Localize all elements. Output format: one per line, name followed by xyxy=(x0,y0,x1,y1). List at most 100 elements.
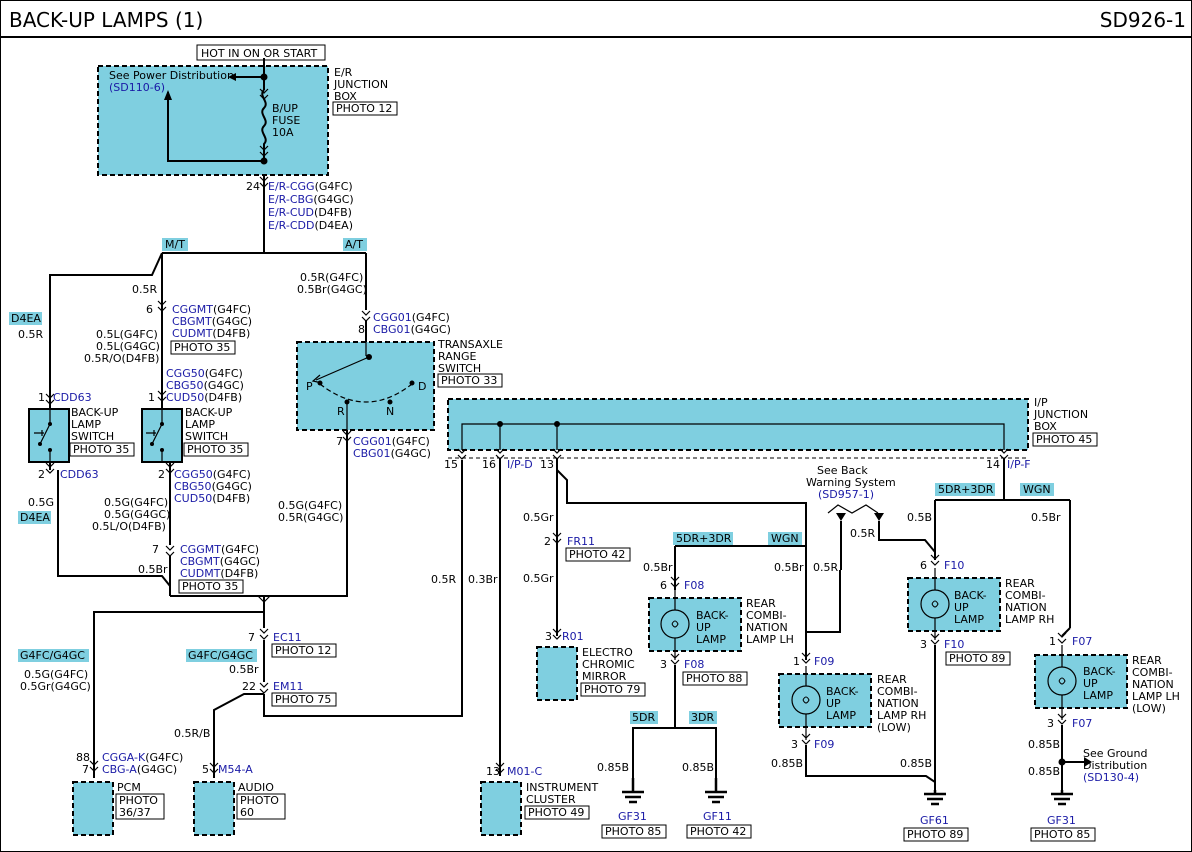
wire-gr05-pcm: 0.5Gr(G4GC) xyxy=(20,680,91,693)
tr-pin-7: 7 xyxy=(336,435,343,448)
ground-photo-box-1 xyxy=(601,824,667,839)
g4fc-tag-1 xyxy=(18,649,89,662)
lamp-lhl-pin-top: 1 xyxy=(1049,635,1056,648)
audio: 5 M54-A AUDIO PHOTO 60 xyxy=(193,762,286,836)
lamp-rh-photo-box xyxy=(945,651,1011,666)
mt-conn-1: CGGMT(G4FC) xyxy=(172,303,251,316)
tr-r: R xyxy=(337,405,345,418)
lamp-lhl-label-1: BACK- xyxy=(1083,665,1116,678)
lamp-lhl-pin-bot: 3 xyxy=(1047,717,1054,730)
audio-pin: 5 xyxy=(202,763,209,776)
ip-pin-14: 14 xyxy=(986,458,1000,471)
lamp-lh-photo: PHOTO 88 xyxy=(686,672,742,685)
wire-br05-b: 0.5Br xyxy=(643,561,673,574)
cluster-name-2: CLUSTER xyxy=(526,793,576,806)
wire-rb05: 0.5R/B xyxy=(174,727,210,740)
wire-r05-a: 0.5R xyxy=(132,283,157,296)
er-box-body xyxy=(97,65,329,176)
mirror-photo-box xyxy=(580,682,646,697)
d4ea-tag xyxy=(9,312,42,325)
pcm-pin-2: 7 xyxy=(82,763,89,776)
tr-d: D xyxy=(418,380,426,393)
audio-photo-1: PHOTO xyxy=(240,794,279,807)
wire-br05-e: 0.5Br xyxy=(229,663,259,676)
d4ea-tag-2-label: D4EA xyxy=(20,511,50,524)
g4fc-tag-1-label: G4FC/G4GC xyxy=(20,649,85,662)
lamp-lh-pin-top: 6 xyxy=(660,579,667,592)
pcm-body xyxy=(72,781,114,836)
lamp-rh-pin-bot: 3 xyxy=(920,638,927,651)
ground-gf31-b: GF31 PHOTO 85 xyxy=(1030,790,1096,842)
lamp-lhl-name-3: NATION xyxy=(1132,678,1174,691)
audio-code: M54-A xyxy=(218,763,253,776)
ec11-photo: PHOTO 12 xyxy=(275,644,331,657)
ground-icon xyxy=(622,778,644,804)
wire-gr05-b: 0.5Gr xyxy=(523,572,554,585)
mirror-name-2: CHROMIC xyxy=(582,658,635,671)
fuse-name-1: B/UP xyxy=(272,102,298,115)
fr11-photo: PHOTO 42 xyxy=(569,548,625,561)
at-conn-2: CBG01(G4GC) xyxy=(373,323,451,336)
diagram-code: SD926-1 xyxy=(1099,8,1186,32)
ec11-code: EC11 xyxy=(273,631,302,644)
sw2-name-3: SWITCH xyxy=(185,430,228,443)
wire-g05-1: 0.5G(G4FC) xyxy=(104,496,168,509)
lamp-rh-name-4: LAMP RH xyxy=(1005,613,1054,626)
at-tag xyxy=(343,238,367,251)
lamp-lh-label-2: UP xyxy=(696,621,711,634)
wire-r05-e: 0.5R xyxy=(850,527,875,540)
ip-name-2: JUNCTION xyxy=(1033,408,1088,421)
sw2-conn-bot-1: CGG50(G4FC) xyxy=(174,468,251,481)
sw2-conn-top-1: CGG50(G4FC) xyxy=(166,367,243,380)
pcm-conn-2: CBG-A(G4GC) xyxy=(102,763,177,776)
lamp-lhl-label-2: UP xyxy=(1083,677,1098,690)
rear-combination-lamp-rh: 6 F10 BACK- UP LAMP REAR COMBI- NATION L… xyxy=(907,554,1054,666)
er-name-2: JUNCTION xyxy=(333,78,388,91)
ip-pin-15: 15 xyxy=(444,458,458,471)
em11-code: EM11 xyxy=(273,680,303,693)
mirror-photo: PHOTO 79 xyxy=(584,683,640,696)
mirror-name-3: MIRROR xyxy=(582,670,627,683)
audio-body xyxy=(193,781,235,836)
lamp-rhl-name-1: REAR xyxy=(877,673,907,686)
transaxle-range-switch: P R N D TRANSAXLE RANGE SWITCH PHOTO 33 xyxy=(296,338,503,431)
sw1-code-top: CDD63 xyxy=(53,391,92,404)
wire-b085-f: 0.85B xyxy=(1028,765,1060,778)
wire-b085-d: 0.85B xyxy=(900,757,932,770)
lamp-lh-code-bot: F08 xyxy=(684,658,704,671)
at-tag-label: A/T xyxy=(345,238,363,251)
em11-photo-box xyxy=(271,692,337,707)
lamp-lh-name-2: COMBI- xyxy=(746,609,787,622)
rear-combination-lamp-lh: 6 F08 BACK- UP LAMP REAR COMBI- NATION L… xyxy=(648,576,794,686)
lamp-rhl-label-1: BACK- xyxy=(826,685,859,698)
em11-photo: PHOTO 75 xyxy=(275,693,331,706)
pcm-conn-1: CGGA-K(G4FC) xyxy=(102,751,183,764)
diagram-title: BACK-UP LAMPS (1) xyxy=(9,8,204,32)
dr3-tag-label: 3DR xyxy=(691,711,714,724)
sw1-name-3: SWITCH xyxy=(71,430,114,443)
ground-icon xyxy=(1051,790,1073,806)
ground-gf11: GF11 PHOTO 42 xyxy=(686,778,752,839)
audio-name: AUDIO xyxy=(238,781,274,794)
wire-l05-2: 0.5L(G4GC) xyxy=(96,340,160,353)
tr-p: P xyxy=(306,380,313,393)
ground-photo-2: PHOTO 42 xyxy=(690,825,746,838)
g4fc-tag-2 xyxy=(186,649,257,662)
lamp-lh-label-3: LAMP xyxy=(696,633,726,646)
cluster-body xyxy=(480,781,522,836)
sw2-conn-top-3: CUD50(D4FB) xyxy=(166,391,242,404)
ground-icon xyxy=(705,778,727,804)
dr5-tag-label: 5DR xyxy=(632,711,655,724)
ground-gf61: GF61 PHOTO 89 xyxy=(903,790,969,842)
er-conn-2: E/R-CBG(G4GC) xyxy=(268,193,354,206)
lamp-lhl-name-5: (LOW) xyxy=(1132,702,1166,715)
lamp-rh-code-top: F10 xyxy=(944,559,964,572)
lamp-rh-name-2: COMBI- xyxy=(1005,589,1046,602)
wire-r05-at2: 0.5R(G4GC) xyxy=(278,511,343,524)
ip-pin-16: 16 xyxy=(482,458,496,471)
er-conn-4: E/R-CDD(D4EA) xyxy=(268,219,353,232)
sw1-body xyxy=(28,408,70,463)
ground-photo-3: PHOTO 89 xyxy=(907,828,963,841)
g4fc-tag-2-label: G4FC/G4GC xyxy=(188,649,253,662)
